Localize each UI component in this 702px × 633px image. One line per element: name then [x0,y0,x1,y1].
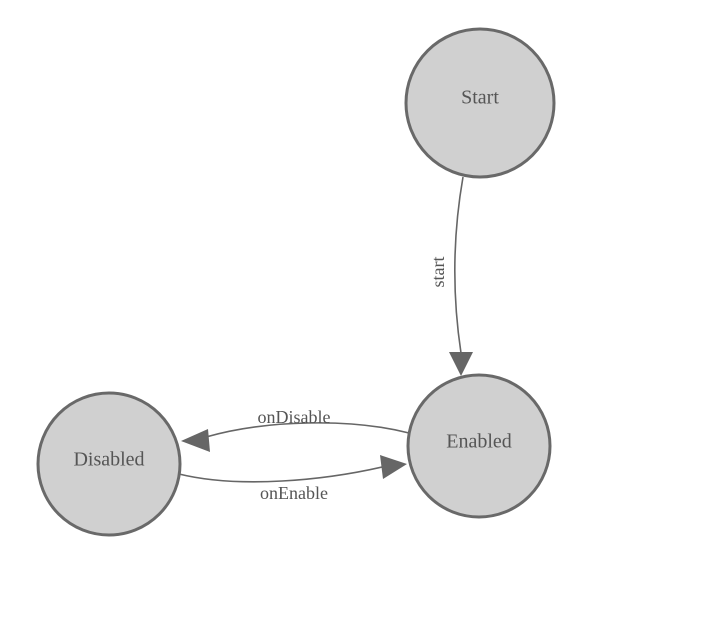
edge-start-label: start [428,257,448,288]
edge-on-disable[interactable]: onDisable [181,407,410,452]
edge-on-disable-arrowhead-icon [181,429,210,452]
node-layer: Start Enabled Disabled [36,27,556,537]
edge-on-enable-label: onEnable [260,483,328,503]
edge-layer: start onDisable onEnable [178,176,473,503]
node-enabled[interactable]: Enabled [406,373,552,519]
node-start-circle [404,27,556,179]
node-start-label: Start [461,87,499,109]
edge-on-enable[interactable]: onEnable [178,455,407,503]
edge-start[interactable]: start [428,176,473,376]
edge-start-path [454,176,464,354]
edge-on-disable-label: onDisable [258,407,331,427]
node-start[interactable]: Start [404,27,556,179]
node-disabled-circle [36,391,182,537]
node-enabled-label: Enabled [446,431,512,453]
edge-on-disable-path [205,422,410,438]
node-disabled-label: Disabled [73,449,144,471]
edge-on-enable-path [178,466,383,483]
node-disabled[interactable]: Disabled [36,391,182,537]
node-enabled-circle [406,373,552,519]
edge-on-enable-arrowhead-icon [380,455,407,479]
edge-start-arrowhead-icon [449,352,473,376]
